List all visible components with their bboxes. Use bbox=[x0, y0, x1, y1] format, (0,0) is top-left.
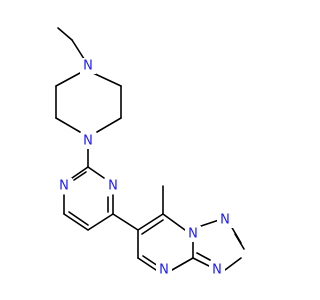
bond-tp-c6-c7-dbl bbox=[141, 219, 164, 235]
bond-pyr-c6-c5-dbl bbox=[68, 211, 89, 226]
bond-tp-c7-n bbox=[162, 213, 186, 231]
bond-tp-n4-c3a bbox=[171, 257, 194, 271]
atom-n-pyrimidine-left: N bbox=[59, 179, 69, 194]
bond-tri-n4-c3a bbox=[192, 257, 210, 267]
bond-tp-c6-c7 bbox=[137, 213, 164, 231]
bond-pip-3 bbox=[96, 117, 122, 133]
bond-pyr-c5-c4 bbox=[87, 213, 114, 231]
bond-pip-4 bbox=[55, 117, 81, 133]
atom-n-triazole-b: N bbox=[212, 263, 222, 278]
atom-label-layer: N N N N N N N N bbox=[56, 58, 233, 278]
bond-layer bbox=[55, 27, 245, 271]
bond-tri-n1-n2 bbox=[200, 219, 220, 227]
bond-biaryl bbox=[112, 213, 139, 231]
atom-n-triazole-a: N bbox=[220, 213, 230, 228]
bond-tri-n4-c3a-dbl bbox=[196, 252, 211, 261]
bond-tp-c5-n4-dbl bbox=[142, 255, 159, 267]
bond-pip-6 bbox=[55, 72, 81, 87]
bond-tri-c3-n4 bbox=[224, 257, 242, 271]
bond-pyr-c2-n-left-dbl bbox=[73, 171, 87, 181]
bond-tri-n2-c3-dbl bbox=[234, 233, 245, 250]
bond-pyr-c2-n-right bbox=[87, 166, 105, 179]
atom-n-pyrimidine-right: N bbox=[108, 179, 118, 194]
bond-pyr-c2-n-left bbox=[71, 166, 89, 179]
bond-pip-1 bbox=[92, 72, 122, 87]
atom-n-pyrimidine-bottom: N bbox=[159, 263, 169, 278]
atom-n-ethyl: N bbox=[83, 59, 93, 74]
bond-tp-c5-n4 bbox=[137, 257, 157, 271]
atom-n-aryl: N bbox=[83, 134, 93, 149]
molecule-structure-diagram: N N N N N N N N bbox=[55, 27, 245, 278]
atom-n-triazole-bridge: N bbox=[188, 227, 198, 242]
bond-pyr-c6-c5 bbox=[63, 213, 89, 231]
bond-ethyl-ch3 bbox=[57, 27, 73, 41]
